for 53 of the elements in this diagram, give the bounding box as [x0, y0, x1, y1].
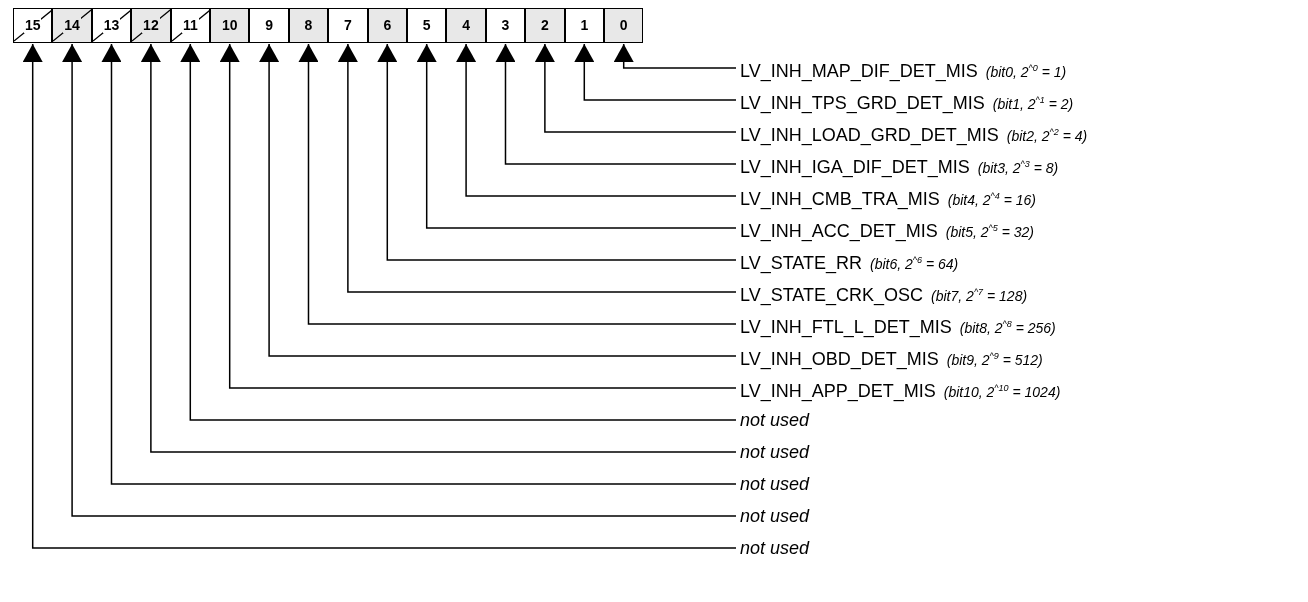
bit-value-note: (bit5, 2$^{^5}$ = 32): [945, 223, 1034, 240]
bit-cell: 14: [52, 8, 92, 43]
bit-value-note: (bit3, 2$^{^3}$ = 8): [977, 159, 1059, 176]
signal-name: not used: [740, 474, 810, 494]
bit-value-note: (bit8, 2$^{^8}$ = 256): [959, 319, 1056, 336]
leader-arrow: [534, 43, 737, 133]
bit-cell: 9: [249, 8, 289, 43]
signal-name: LV_INH_LOAD_GRD_DET_MIS: [740, 124, 999, 145]
leader-arrow: [456, 43, 737, 197]
bit-cell: 7: [328, 8, 368, 43]
bit-cell: 0: [604, 8, 644, 43]
signal-name: not used: [740, 410, 810, 430]
leader-arrow: [259, 43, 737, 357]
signal-name: LV_INH_APP_DET_MIS: [740, 380, 936, 401]
leader-arrow: [495, 43, 737, 165]
bit-cell: 2: [525, 8, 565, 43]
bit-value-note: (bit6, 2$^{^6}$ = 64): [870, 255, 959, 272]
bit-value-note: (bit10, 2$^{^10}$ = 1024): [943, 383, 1061, 400]
bit-cell: 4: [446, 8, 486, 43]
bit-value-note: (bit1, 2$^{^1}$ = 2): [992, 95, 1074, 112]
bit-cell: 3: [485, 8, 526, 43]
signal-name: not used: [740, 442, 810, 462]
bit-value-note: (bit9, 2$^{^9}$ = 512): [946, 351, 1043, 368]
leader-arrow: [298, 43, 737, 325]
leader-arrow: [416, 43, 737, 229]
leader-arrow: [613, 43, 737, 69]
bit-cell: 6: [367, 8, 407, 43]
signal-name: LV_INH_CMB_TRA_MIS: [740, 188, 940, 209]
bit-cell: 10: [210, 8, 250, 43]
signal-name: not used: [740, 538, 810, 558]
signal-name: LV_INH_OBD_DET_MIS: [740, 348, 939, 369]
bit-cell: 1: [564, 8, 604, 43]
bit-cell: 13: [91, 8, 132, 43]
signal-name: LV_STATE_RR: [740, 252, 863, 273]
signal-name: LV_INH_ACC_DET_MIS: [740, 220, 938, 241]
bit-value-note: (bit2, 2$^{^2}$ = 4): [1006, 127, 1088, 144]
signal-name: LV_INH_FTL_L_DET_MIS: [740, 316, 952, 337]
bit-cell: 8: [288, 8, 329, 43]
bit-value-note: (bit4, 2$^{^4}$ = 16): [947, 191, 1036, 208]
leader-arrow: [337, 43, 737, 293]
signal-name: not used: [740, 506, 810, 526]
bit-cell: 15: [13, 8, 53, 43]
bit-cell: 5: [407, 8, 447, 43]
signal-name: LV_INH_TPS_GRD_DET_MIS: [740, 92, 985, 113]
signal-name: LV_STATE_CRK_OSC: [740, 284, 924, 305]
bit-cell: 11: [170, 8, 210, 43]
bit-value-note: (bit0, 2$^{^0}$ = 1): [985, 63, 1067, 80]
leader-arrow: [574, 43, 737, 101]
signal-name: LV_INH_IGA_DIF_DET_MIS: [740, 156, 970, 177]
bit-cell: 12: [131, 8, 171, 43]
signal-name: LV_INH_MAP_DIF_DET_MIS: [740, 60, 978, 81]
bit-value-note: (bit7, 2$^{^7}$ = 128): [931, 287, 1028, 304]
leader-arrow: [377, 43, 737, 261]
